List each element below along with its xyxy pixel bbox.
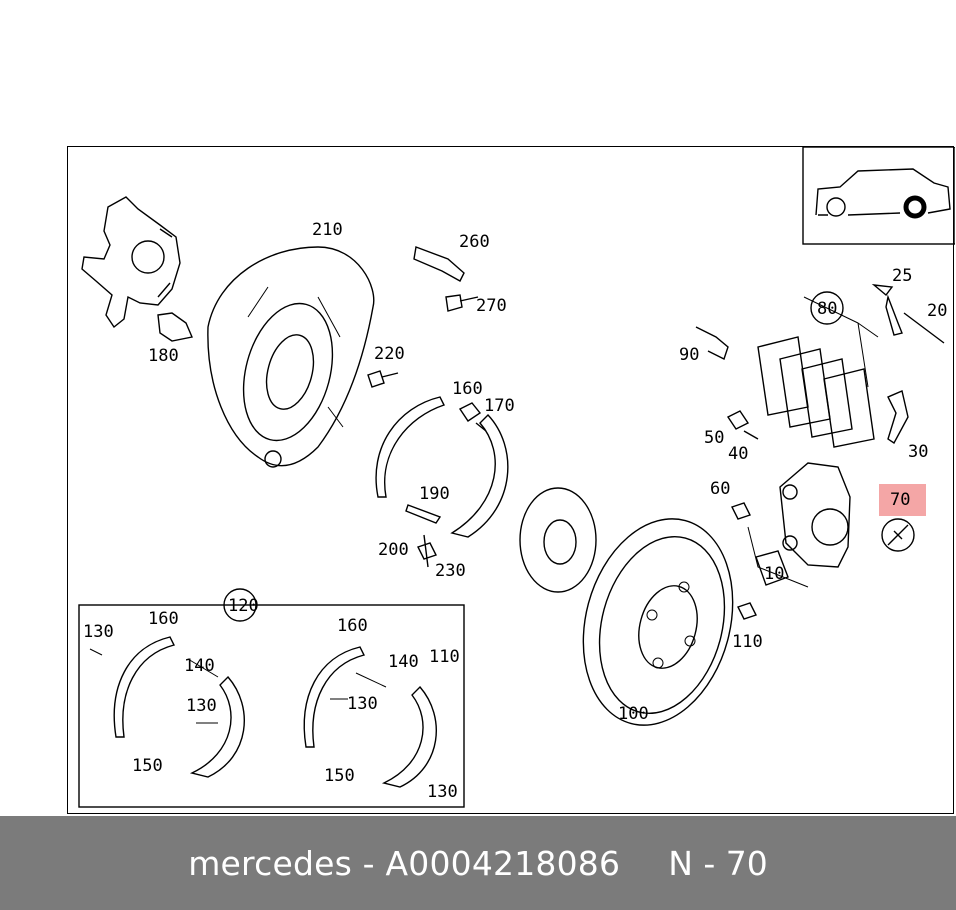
callout-180: 180 xyxy=(148,346,179,366)
callout-200: 200 xyxy=(378,540,409,560)
callout-220: 220 xyxy=(374,344,405,364)
callout-130-c: 130 xyxy=(347,694,378,714)
callout-90: 90 xyxy=(679,345,699,365)
callout-120: 120 xyxy=(228,596,259,616)
callout-circle-120 xyxy=(223,588,257,622)
callout-190: 190 xyxy=(419,484,450,504)
callout-130-b: 130 xyxy=(186,696,217,716)
wheel-hub xyxy=(519,487,597,593)
highlight-70 xyxy=(879,484,926,516)
part-number-title: mercedes - A0004218086 xyxy=(188,843,621,883)
callout-70: 70 xyxy=(890,490,910,510)
callout-100: 100 xyxy=(618,704,649,724)
callout-230: 230 xyxy=(435,561,466,581)
car-thumbnail xyxy=(802,147,955,245)
parts-diagram: 210 260 270 180 220 160 170 190 200 230 … xyxy=(67,146,955,814)
shoe-kit-inset xyxy=(78,604,465,808)
callout-160-a: 160 xyxy=(452,379,483,399)
callout-40: 40 xyxy=(728,444,748,464)
callout-150-b: 150 xyxy=(324,766,355,786)
callout-60: 60 xyxy=(710,479,730,499)
callout-10: 10 xyxy=(764,564,784,584)
callout-140-a: 140 xyxy=(184,656,215,676)
callout-50: 50 xyxy=(704,428,724,448)
steering-knuckle xyxy=(81,196,193,342)
callout-130-d: 130 xyxy=(427,782,458,802)
brake-pads xyxy=(757,296,879,448)
callout-box-10 xyxy=(755,550,789,586)
callout-150-a: 150 xyxy=(132,756,163,776)
callout-160-c: 160 xyxy=(337,616,368,636)
callout-110-b: 110 xyxy=(429,647,460,667)
callout-170: 170 xyxy=(484,396,515,416)
callout-circle-80 xyxy=(810,291,844,325)
callout-25: 25 xyxy=(892,266,912,286)
parking-brake-shoes xyxy=(375,396,509,538)
brake-exploded-view: 210 260 270 180 220 160 170 190 200 230 … xyxy=(78,147,955,808)
backing-plate xyxy=(207,246,375,468)
part-number-footer: mercedes - A0004218086 N - 70 xyxy=(0,816,956,910)
callout-260: 260 xyxy=(459,232,490,252)
callout-30: 30 xyxy=(908,442,928,462)
fasteners xyxy=(367,246,945,620)
wrench-icon xyxy=(881,518,915,552)
callout-210: 210 xyxy=(312,220,343,240)
callout-20: 20 xyxy=(927,301,947,321)
callout-160-b: 160 xyxy=(148,609,179,629)
callout-270: 270 xyxy=(476,296,507,316)
callout-80: 80 xyxy=(817,299,837,319)
callout-140-b: 140 xyxy=(388,652,419,672)
brake-caliper xyxy=(747,462,851,588)
brake-disc xyxy=(582,518,734,726)
callout-reference: N - 70 xyxy=(668,843,768,883)
callout-130-a: 130 xyxy=(83,622,114,642)
callout-110-a: 110 xyxy=(732,632,763,652)
callout-labels: 210 260 270 180 220 160 170 190 200 230 … xyxy=(83,220,947,802)
